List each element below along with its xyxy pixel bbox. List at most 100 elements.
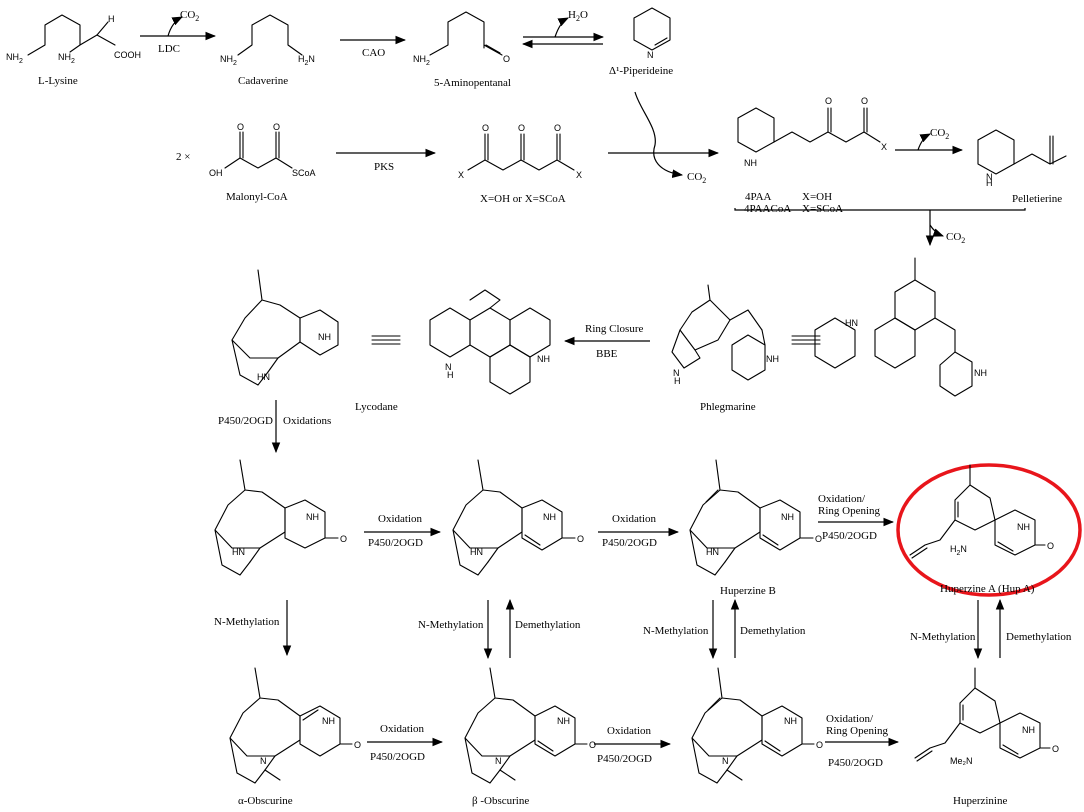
lycodane-expanded-structure: N H NH [429, 289, 551, 395]
combine-bracket [734, 208, 1026, 211]
p450-label: P450/2OGD [370, 751, 425, 763]
cadaverine-name: Cadaverine [238, 75, 288, 87]
oxidation-label: Oxidation [378, 513, 422, 525]
cooh-label: COOH [114, 50, 141, 60]
lycodane-name: Lycodane [355, 401, 398, 413]
phlegmarine-bridged-structure: N H NH [671, 284, 779, 386]
alpha-obscurine-structure: NH O N [229, 667, 361, 784]
h2n-label: H2N [298, 54, 315, 67]
huperzine-a-name: Huperzine A (Hup A) [940, 583, 1035, 595]
x-label: X [576, 170, 582, 180]
o-label: O [815, 534, 822, 544]
lycodane-structure: NH HN [231, 269, 339, 386]
o-label: O [340, 534, 347, 544]
malonyl-multiplier: 2 × [176, 151, 190, 163]
pks-label: PKS [374, 161, 394, 173]
n-label: N [495, 756, 502, 766]
aminopentanal-structure: NH2 O [413, 11, 510, 67]
bbe-label: BBE [596, 348, 618, 360]
n-label: N [986, 172, 993, 182]
nh-label: NH [306, 512, 319, 522]
oxidations-label: Oxidations [283, 415, 331, 427]
lysine-structure: NH2 NH2 H COOH [6, 14, 141, 65]
nh2-label: NH2 [413, 54, 430, 67]
o-label: O [554, 123, 561, 133]
paacoa-name: 4PAACoA [744, 203, 791, 215]
n-label: N [260, 756, 267, 766]
hn-label: HN [257, 372, 270, 382]
nh-label: H [986, 178, 993, 188]
o-label: O [577, 534, 584, 544]
pelletierine-name: Pelletierine [1012, 193, 1062, 205]
beta-obscurine-structure: NH O N [464, 667, 596, 784]
x-options: X=OH or X=SCoA [480, 193, 566, 205]
nh2-label: NH2 [220, 54, 237, 67]
o-label: O [273, 122, 280, 132]
ring-closure-label: Ring Closure [585, 323, 643, 335]
o-label: O [825, 96, 832, 106]
oxidation-label: Oxidation [612, 513, 656, 525]
co2-release-arrow [929, 224, 945, 237]
hn-label: HN [470, 547, 483, 557]
p450-label: P450/2OGD [368, 537, 423, 549]
n-methylation-label: N-Methylation [643, 625, 709, 637]
nh2-label: NH2 [6, 52, 23, 65]
o-label: O [861, 96, 868, 106]
h2n-label: H2N [950, 544, 967, 557]
paa-x2: X=SCoA [802, 203, 843, 215]
paa-x1: X=OH [802, 191, 832, 203]
hn-label: HN [845, 318, 858, 328]
o-label: O [354, 740, 361, 750]
equivalent-sign [371, 335, 401, 345]
o-label: O [503, 54, 510, 64]
piperideine-structure: N [633, 7, 671, 60]
co2-label: CO2 [180, 9, 199, 23]
co2-release-arrow [917, 133, 931, 151]
oxidation-slash-label: Oxidation/ [826, 713, 874, 725]
nh-label: NH [322, 716, 335, 726]
h-label: H [447, 370, 454, 380]
p450-label: P450/2OGD [822, 530, 877, 542]
h-label: H [108, 14, 115, 24]
lysine-name: L-Lysine [38, 75, 78, 87]
co2-label: CO2 [946, 231, 965, 245]
n-label: N [722, 756, 729, 766]
n-methylation-label: N-Methylation [418, 619, 484, 631]
co2-label: CO2 [687, 171, 706, 185]
nh-label: NH [781, 512, 794, 522]
nh-label: NH [1022, 725, 1035, 735]
lycodine-structure: NH O HN [452, 459, 584, 576]
huperzinine-structure: NH O Me₂N [914, 667, 1059, 766]
hn-label: N [673, 368, 680, 378]
h-label: H [674, 376, 681, 386]
polyketide-structure: X O O O X [458, 123, 582, 180]
dihydro-lycodine-structure: NH O HN [214, 459, 347, 576]
scoa-label: SCoA [292, 168, 316, 178]
demethylation-label: Demethylation [515, 619, 581, 631]
hn-label: HN [706, 547, 719, 557]
nh2-label: NH2 [58, 52, 75, 65]
phlegmarine-name: Phlegmarine [700, 401, 756, 413]
piperideine-input-arrow [634, 91, 684, 178]
phlegmarine-expanded-structure: HN NH [814, 257, 987, 397]
me2n-label: Me₂N [950, 756, 973, 766]
n-label: N [647, 50, 654, 60]
equivalent-sign [791, 335, 821, 345]
demethylation-label: Demethylation [1006, 631, 1072, 643]
o-label: O [482, 123, 489, 133]
p450-label: P450/2OGD [218, 415, 273, 427]
nh-label: NH [784, 716, 797, 726]
nh-label: NH [543, 512, 556, 522]
h2o-label: H2O [568, 9, 588, 23]
o-label: O [816, 740, 823, 750]
piperideine-name: Δ¹-Piperideine [609, 65, 673, 77]
o-label: O [518, 123, 525, 133]
nh-label: NH [1017, 522, 1030, 532]
aminopentanal-name: 5-Aminopentanal [434, 77, 511, 89]
oxidation-label: Oxidation [607, 725, 651, 737]
oxidation-label: Oxidation [380, 723, 424, 735]
co2-label: CO2 [930, 127, 949, 141]
nh-label: NH [766, 354, 779, 364]
huperzinine-name: Huperzinine [953, 795, 1007, 807]
